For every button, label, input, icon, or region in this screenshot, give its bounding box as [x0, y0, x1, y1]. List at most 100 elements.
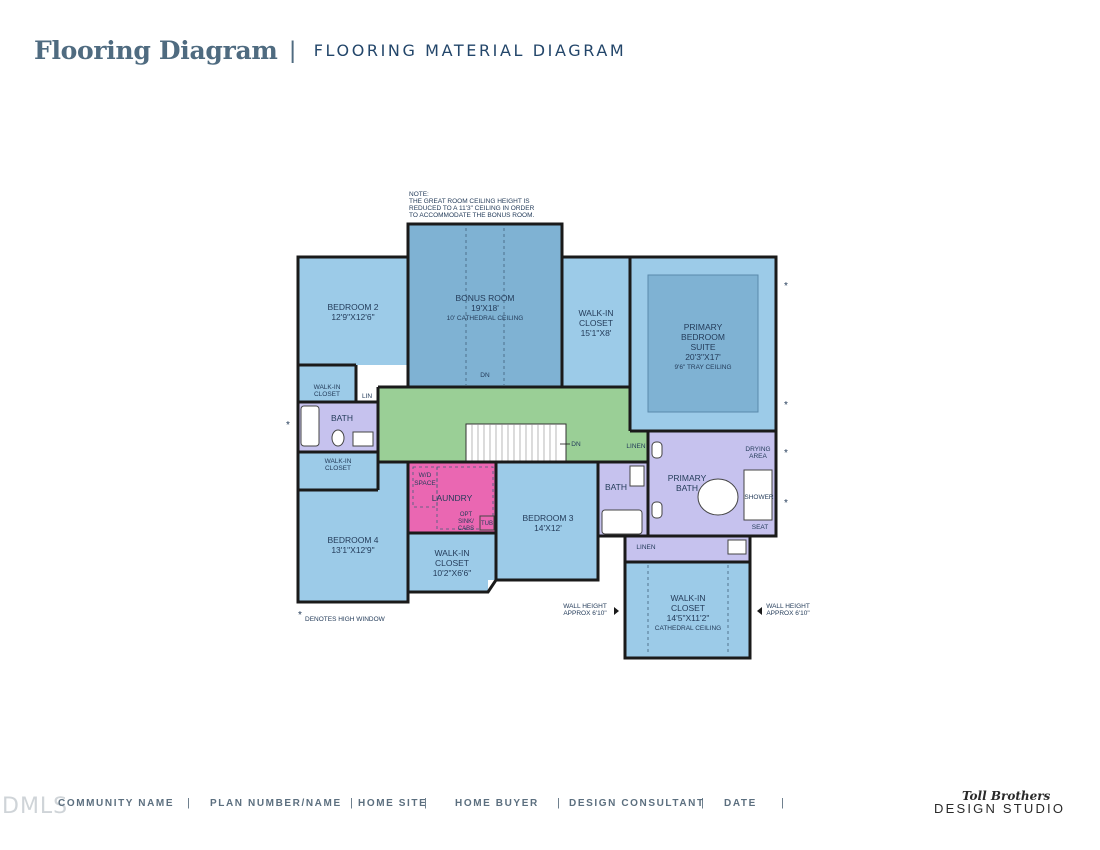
tub-label: TUB: [481, 521, 493, 527]
footer: DMLS COMMUNITY NAME | PLAN NUMBER/NAME |…: [0, 789, 1100, 825]
bedroom-2-name: BEDROOM 2: [327, 302, 378, 312]
seat-label: SEAT: [752, 524, 769, 531]
opt-sink-line-2: SINK/: [458, 519, 474, 525]
high-window-asterisk: *: [784, 400, 788, 411]
high-window-asterisk: *: [784, 498, 788, 509]
walk-in-top-line-1: WALK-IN: [578, 308, 613, 318]
bedroom-3-size: 14'X12': [534, 523, 562, 533]
footer-separator: |: [701, 797, 704, 809]
drying-area-line-1: DRYING: [745, 446, 770, 453]
walk-in-mid-area: [408, 533, 496, 592]
arrows: [560, 443, 762, 615]
bedroom-4-area: [298, 462, 408, 602]
walk-in-closet-top-area: [562, 257, 630, 387]
title-separator: |: [289, 36, 296, 64]
shower-label: SHOWER: [744, 494, 774, 501]
footer-separator: |: [187, 797, 190, 809]
brand-logo-bottom: DESIGN STUDIO: [934, 801, 1066, 816]
linen-hall-label: LINEN: [626, 443, 645, 450]
brand-logo-top: Toll Brothers: [962, 789, 1051, 803]
wd-space-line-1: W/D: [419, 472, 432, 479]
bonus-room-name: BONUS ROOM: [455, 293, 514, 303]
primary-suite-line-2: BEDROOM: [681, 332, 725, 342]
walk-in-mid-line-2: CLOSET: [435, 558, 469, 568]
walk-in-small-line-1: WALK-IN: [314, 384, 341, 391]
walk-in-top-size: 15'1"X8': [581, 328, 612, 338]
text-labels: NOTE: THE GREAT ROOM CEILING HEIGHT IS R…: [286, 191, 810, 632]
watermark: DMLS: [2, 794, 69, 819]
wall-arrow-left: [614, 607, 619, 615]
footer-separator: |: [424, 797, 427, 809]
walk-in-mid-line-1: WALK-IN: [434, 548, 469, 558]
stair-treads: [471, 424, 557, 462]
high-window-asterisk: *: [784, 448, 788, 459]
walk-in-mid-size: 10'2"X6'6": [433, 568, 472, 578]
walk-in-small-line-2: CLOSET: [314, 391, 340, 398]
design-consultant-field: DESIGN CONSULTANT: [569, 798, 705, 809]
primary-suite-size: 20'3"X17': [685, 352, 721, 362]
primary-suite-line-3: SUITE: [690, 342, 715, 352]
legend-asterisk: *: [298, 610, 302, 621]
wall-height-right-1: WALL HEIGHT: [766, 603, 810, 610]
bath-mid-label: BATH: [605, 482, 627, 492]
bonus-room-size: 19'X18': [471, 303, 499, 313]
bath-left-label: BATH: [331, 413, 353, 423]
community-name-field: COMMUNITY NAME: [58, 798, 175, 809]
page-title: Flooring Diagram: [34, 36, 278, 65]
note-line-2: THE GREAT ROOM CEILING HEIGHT IS: [409, 198, 530, 205]
note-line-1: NOTE:: [409, 191, 429, 198]
walk-in-left2-area: [298, 452, 378, 490]
primary-bath-line-1: PRIMARY: [668, 473, 707, 483]
bedroom-4-size: 13'1"X12'9": [331, 545, 374, 555]
home-site-field: HOME SITE: [358, 798, 428, 809]
walk-in-top-line-2: CLOSET: [579, 318, 613, 328]
footer-separator: |: [350, 797, 353, 809]
walk-in-primary-size: 14'5"X11'2": [667, 613, 710, 623]
dn-bonus-label: DN: [480, 372, 490, 379]
primary-suite-line-1: PRIMARY: [684, 322, 723, 332]
note-line-4: TO ACCOMMODATE THE BONUS ROOM.: [409, 212, 535, 219]
primary-bath-line-2: BATH: [676, 483, 698, 493]
bonus-room-ceiling: 10' CATHEDRAL CEILING: [447, 315, 524, 322]
opt-sink-line-3: CABS: [458, 526, 474, 532]
page-header: Flooring Diagram | FLOORING MATERIAL DIA…: [34, 36, 626, 65]
walk-in-small-area: [298, 365, 356, 402]
wall-height-left-1: WALL HEIGHT: [563, 603, 607, 610]
walk-in-left2-line-2: CLOSET: [325, 465, 351, 472]
walk-in-primary-ceiling: CATHEDRAL CEILING: [655, 625, 721, 632]
bedroom-2-area: [298, 257, 408, 365]
stair: [465, 423, 567, 463]
fixtures: [300, 405, 773, 555]
footer-separator: |: [781, 797, 784, 809]
high-window-asterisk: *: [784, 281, 788, 292]
tray-ceiling: [647, 274, 759, 413]
wall-height-right-2: APPROX 6'10": [766, 610, 810, 617]
walls: [296, 222, 778, 660]
high-window-asterisk: *: [286, 420, 290, 431]
bedroom-3-area: [496, 462, 598, 580]
lin-label: LIN: [362, 393, 372, 400]
footer-separator: |: [557, 797, 560, 809]
home-buyer-field: HOME BUYER: [455, 798, 539, 809]
bedroom-3-name: BEDROOM 3: [522, 513, 573, 523]
drying-area-line-2: AREA: [749, 453, 767, 460]
note-line-3: REDUCED TO A 11'3" CEILING IN ORDER: [409, 205, 535, 212]
laundry-label: LAUNDRY: [432, 493, 473, 503]
bedroom-2-size: 12'9"X12'6": [331, 312, 374, 322]
wd-space-line-2: SPACE: [414, 480, 436, 487]
primary-suite-ceiling: 9'6" TRAY CEILING: [674, 364, 731, 371]
walk-in-primary-line-2: CLOSET: [671, 603, 705, 613]
bonus-room-area: [408, 224, 562, 387]
dn-stair-label: DN: [571, 441, 581, 448]
opt-sink-line-1: OPT: [460, 512, 473, 518]
legend-text: DENOTES HIGH WINDOW: [305, 616, 386, 623]
bedroom-4-name: BEDROOM 4: [327, 535, 378, 545]
linen-bath-label: LINEN: [636, 544, 655, 551]
page-subtitle: FLOORING MATERIAL DIAGRAM: [313, 41, 627, 60]
room-fills: [298, 224, 776, 658]
wall-height-left-2: APPROX 6'10": [563, 610, 607, 617]
walk-in-primary-area: [625, 562, 750, 658]
dashed-lines: [412, 228, 729, 655]
walk-in-left2-line-1: WALK-IN: [325, 458, 352, 465]
